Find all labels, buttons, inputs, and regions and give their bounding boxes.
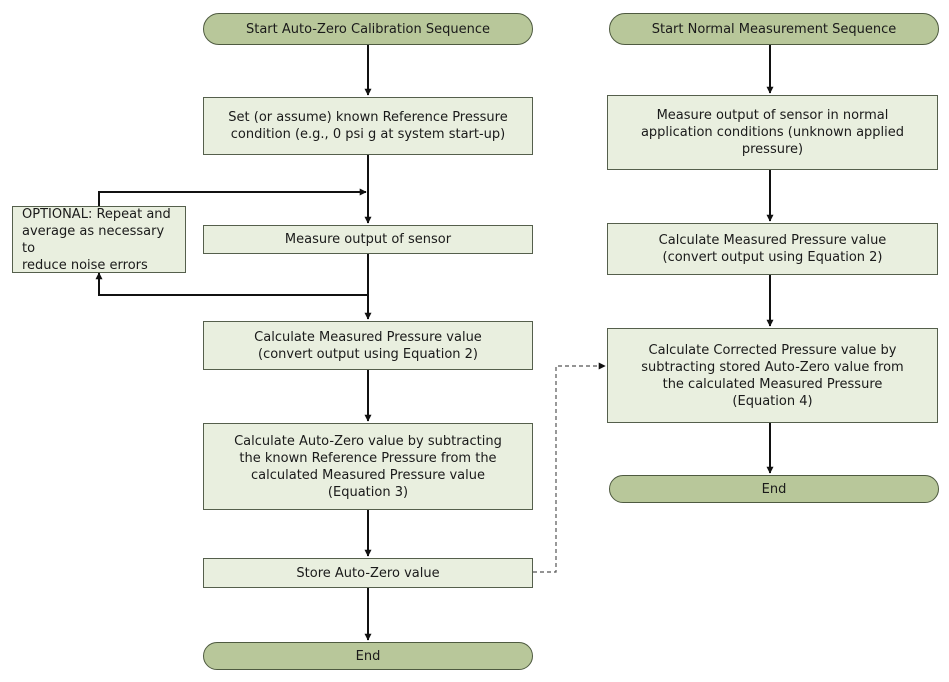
auto-zero-end-terminal: End xyxy=(203,642,533,670)
calculate-measured-pressure-step: Calculate Measured Pressure value (conve… xyxy=(203,321,533,370)
calculate-auto-zero-step: Calculate Auto-Zero value by subtracting… xyxy=(203,423,533,510)
store-auto-zero-step: Store Auto-Zero value xyxy=(203,558,533,588)
normal-calculate-measured-step: Calculate Measured Pressure value (conve… xyxy=(607,223,938,275)
set-reference-pressure-step: Set (or assume) known Reference Pressure… xyxy=(203,97,533,155)
dashed-link-store-to-corrected xyxy=(533,362,606,573)
normal-measurement-start-terminal: Start Normal Measurement Sequence xyxy=(609,13,939,45)
calculate-corrected-pressure-step: Calculate Corrected Pressure value by su… xyxy=(607,328,938,423)
normal-measure-output-step: Measure output of sensor in normal appli… xyxy=(607,95,938,170)
normal-end-terminal: End xyxy=(609,475,939,503)
loop-line-to-note xyxy=(95,272,368,296)
optional-repeat-note: OPTIONAL: Repeat and average as necessar… xyxy=(12,206,186,273)
loop-line-from-note xyxy=(98,188,367,206)
measure-sensor-output-step: Measure output of sensor xyxy=(203,225,533,254)
auto-zero-start-terminal: Start Auto-Zero Calibration Sequence xyxy=(203,13,533,45)
